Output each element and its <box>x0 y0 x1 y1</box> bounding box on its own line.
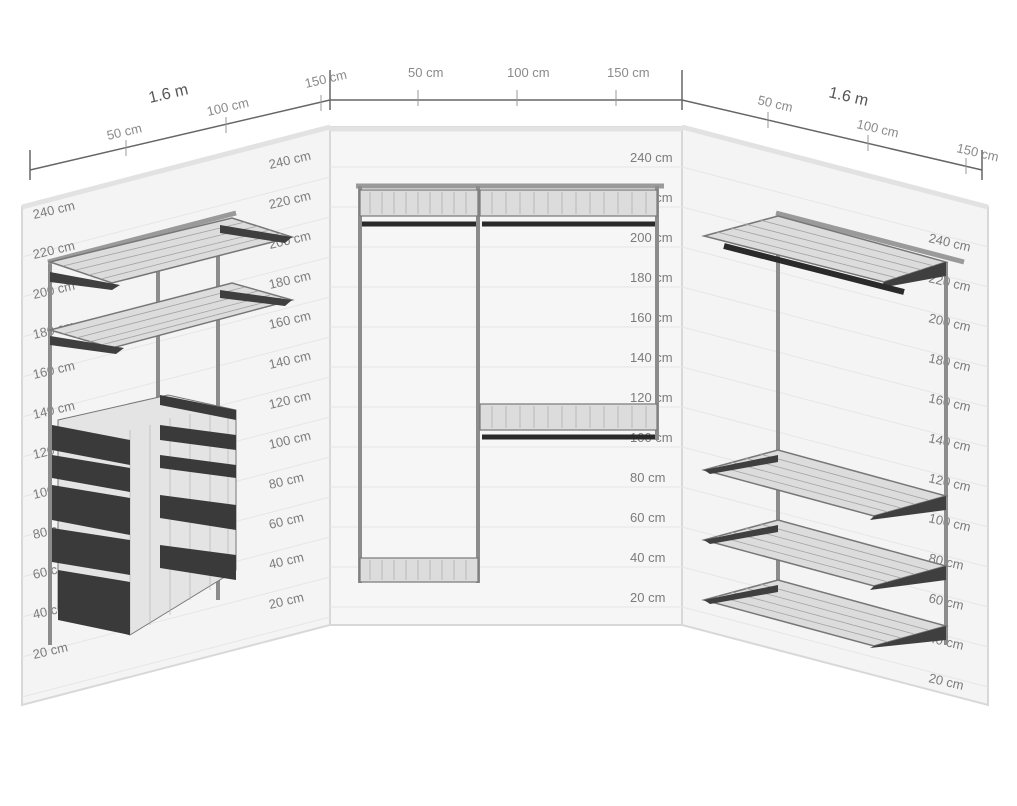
center-top-shelf-right <box>479 189 658 217</box>
right-shelf-4-bracket-back <box>704 585 778 604</box>
right-top-rail <box>775 210 965 265</box>
right-guide-8 <box>681 326 989 408</box>
left-wall-length-label: 1.6 m <box>147 81 190 107</box>
right-guide-4 <box>681 486 989 568</box>
right-shelf-3-bracket <box>870 566 946 590</box>
right-shelf-3-wires <box>716 523 929 583</box>
left-guide-2 <box>21 576 331 658</box>
drawer-side-3 <box>160 455 236 478</box>
right-shelf-2-bracket <box>870 496 946 520</box>
center-height-label-7: 140 cm <box>630 350 673 365</box>
center-middle-shelf-wires <box>491 406 647 428</box>
right-top-shelf-bracket <box>880 262 946 288</box>
center-height-label-6: 120 cm <box>630 390 673 405</box>
right-guide-9 <box>681 286 989 368</box>
center-ruler-label-50: 50 cm <box>408 65 443 80</box>
center-height-label-8: 160 cm <box>630 310 673 325</box>
left-guide-8 <box>21 336 331 418</box>
drawer-front-1 <box>52 425 130 465</box>
right-guide-1 <box>681 606 989 688</box>
left-second-shelf-bracket-2 <box>220 290 292 306</box>
center-height-label-2: 40 cm <box>630 550 665 565</box>
right-guide-6 <box>681 406 989 488</box>
center-height-label-4: 80 cm <box>630 470 665 485</box>
center-top-shelf-wires <box>369 192 647 214</box>
center-ruler-label-150: 150 cm <box>607 65 650 80</box>
right-shelf-2-bracket-back <box>704 455 778 474</box>
right-wall-length-label: 1.6 m <box>827 84 870 110</box>
drawer-front-3 <box>52 485 130 535</box>
center-bottom-shelf <box>359 557 479 583</box>
center-middle-shelf <box>479 403 658 431</box>
right-shelf-4-bracket <box>870 626 946 648</box>
center-height-label-3: 60 cm <box>630 510 665 525</box>
right-guide-7 <box>681 366 989 448</box>
left-ruler-label-100: 100 cm <box>205 95 250 119</box>
height-guides <box>21 166 989 698</box>
left-ruler-label-50: 50 cm <box>105 120 143 143</box>
center-closet-unit <box>356 183 664 583</box>
left-wall-top-edge <box>21 124 331 210</box>
left-closet-unit <box>47 210 295 645</box>
center-height-label-10: 200 cm <box>630 230 673 245</box>
center-height-label-9: 180 cm <box>630 270 673 285</box>
drawer-side-1 <box>160 395 236 420</box>
drawer-front-4 <box>52 528 130 575</box>
left-ruler-line <box>29 99 331 171</box>
drawer-side-4 <box>160 495 236 530</box>
right-shelf-3-bracket-back <box>704 525 778 544</box>
right-guide-12 <box>681 166 989 248</box>
right-shelf-4-wires <box>716 583 929 643</box>
left-top-shelf <box>47 217 295 290</box>
right-ruler-label-50: 50 cm <box>756 92 794 115</box>
left-ruler-label-150: 150 cm <box>303 67 348 91</box>
right-ruler-label-100: 100 cm <box>855 116 900 140</box>
right-shelf-2-wires <box>716 453 929 513</box>
left-second-shelf-bracket <box>50 336 124 354</box>
left-drawer-block <box>52 394 237 636</box>
center-bottom-shelf-wires <box>369 560 467 580</box>
right-ruler-line <box>681 99 983 171</box>
left-top-shelf-bracket-2 <box>220 225 292 243</box>
left-guide-9 <box>21 296 331 378</box>
left-second-shelf <box>47 282 295 354</box>
left-top-shelf-bracket <box>50 272 120 290</box>
right-ruler-label-150: 150 cm <box>955 140 1000 164</box>
drawer-side-5 <box>160 545 236 580</box>
drawer-front-5 <box>58 570 130 635</box>
left-guide-1 <box>21 616 331 698</box>
center-height-label-12: 240 cm <box>630 150 673 165</box>
right-closet-unit <box>701 210 965 648</box>
drawer-side-2 <box>160 425 236 450</box>
center-ruler-label-100: 100 cm <box>507 65 550 80</box>
right-hanging-rod <box>723 243 905 295</box>
right-top-shelf-wires <box>716 219 935 279</box>
left-guide-12 <box>21 176 331 258</box>
right-guide-10 <box>681 246 989 328</box>
left-top-rail <box>47 210 237 265</box>
center-height-label-1: 20 cm <box>630 590 665 605</box>
center-top-shelf-left <box>359 189 479 217</box>
drawer-front-2 <box>52 455 130 492</box>
right-wall-top-edge <box>681 124 989 210</box>
